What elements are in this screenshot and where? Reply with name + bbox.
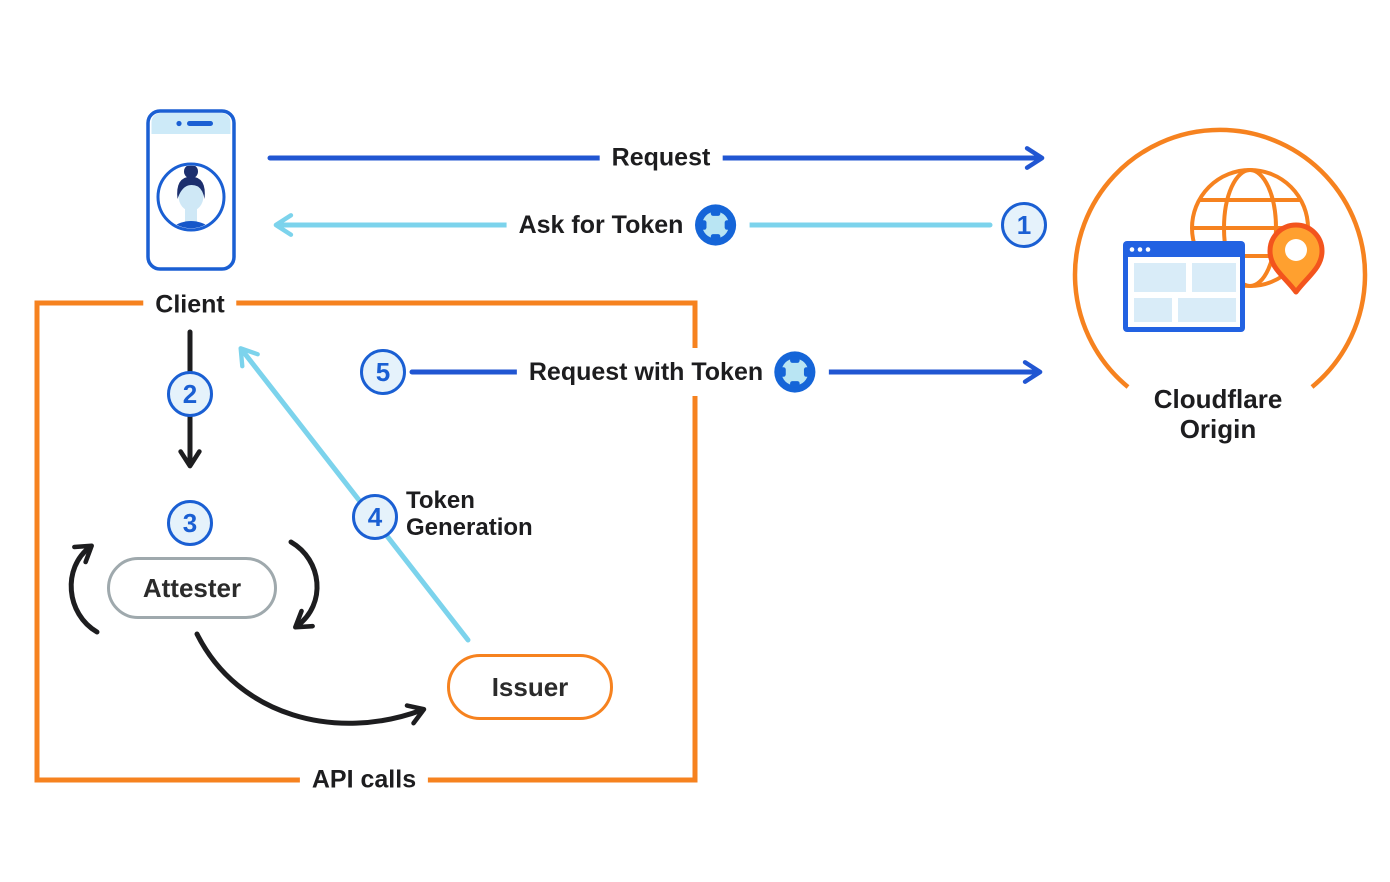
ask-for-token-label: Ask for Token [506, 201, 750, 249]
token-generation-arrow [238, 346, 471, 643]
step-badge-4: 4 [352, 494, 398, 540]
user-avatar-icon [156, 162, 226, 232]
location-pin-icon [1267, 222, 1325, 295]
phone-icon [146, 109, 236, 271]
ask-for-token-text: Ask for Token [518, 210, 684, 239]
step-badge-3: 3 [167, 500, 213, 546]
attester-loop-right-arrow [288, 539, 320, 630]
origin-ring [1072, 127, 1368, 389]
token-generation-line1: Token [406, 487, 475, 514]
cloudflare-origin-label: Cloudflare Origin [1154, 384, 1283, 444]
request-label: Request [599, 141, 723, 175]
token-generation-label: Token Generation [406, 487, 533, 541]
request-with-token-text: Request with Token [528, 357, 764, 386]
step-badge-2: 2 [167, 371, 213, 417]
issuer-node: Issuer [447, 654, 613, 720]
api-calls-label: API calls [299, 763, 429, 797]
issuer-label: Issuer [491, 671, 569, 702]
attester-node: Attester [107, 557, 277, 619]
step-badge-5: 5 [360, 349, 406, 395]
cloudflare-origin-line2: Origin [1179, 414, 1257, 444]
step-badge-1: 1 [1001, 202, 1047, 248]
attester-to-issuer-arrow [194, 631, 427, 726]
request-with-token-label: Request with Token [516, 348, 830, 396]
cloudflare-origin-line1: Cloudflare [1153, 384, 1283, 414]
browser-window-icon [1123, 241, 1245, 332]
attester-label: Attester [142, 572, 242, 603]
token-icon [773, 350, 817, 394]
token-generation-line2: Generation [406, 514, 533, 541]
attester-loop-left-arrow [68, 543, 100, 635]
token-icon [693, 203, 737, 247]
client-label: Client [143, 288, 237, 322]
cloudflare-origin-icon [1072, 127, 1368, 389]
